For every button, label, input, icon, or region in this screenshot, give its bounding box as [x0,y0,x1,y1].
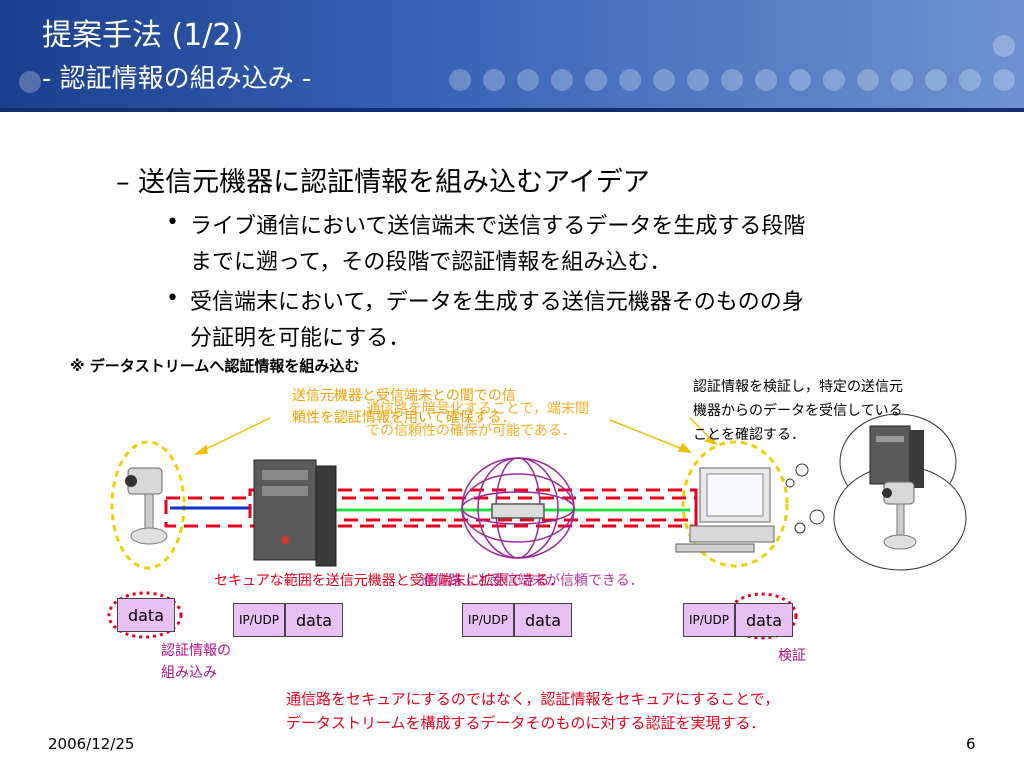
callout-encrypt-line2: での信頼性の確保が可能である． [366,423,576,439]
slide-header: 提案手法 (1/2) - 認証情報の組み込み - [0,0,1024,112]
packet-ip-udp-3: IP/UDP data [683,603,793,637]
bullet-1-line1: ライブ通信において送信端末で送信するデータを生成する段階 [190,214,806,239]
bullet-2-line2: 分証明を可能にする． [190,326,411,351]
callout-verify-line3: ことを確認する． [693,427,805,443]
packet-ip-udp-2: IP/UDP data [462,603,572,637]
secure-range-server-to-receiver [248,488,698,522]
packet-data-cell: data [285,603,343,637]
embed-highlight-circle [107,591,183,639]
network-globe-icon [461,457,575,559]
label-embed-line1: 認証情報の [161,643,231,659]
network-camera-icon [125,467,168,545]
bullet-level1: – 送信元機器に認証情報を組み込むアイデア [116,167,650,198]
callout-verify-line2: 機器からのデータを受信している [693,403,903,419]
note-heading: ※ データストリームへ認証情報を組み込む [70,357,360,375]
conclusion-line1: 通信路をセキュアにするのではなく，認証情報をセキュアにすることで， [286,690,780,708]
callout-trust-line2: 頼性を認証情報を用いて確保する． [292,410,516,426]
receiver-pc-icon [675,467,775,553]
label-verify: 検証 [778,648,806,664]
packet-data-cell: data [735,603,793,637]
conclusion-line2: データストリームを構成するデータそのものに対する認証を実現する． [286,714,766,732]
secure-range-caption: セキュアな範囲を送信元機器と受信端末に拡張できる． [214,573,564,589]
bullet-1-line2: までに遡って，その段階で認証情報を組み込む． [190,250,672,275]
packet-with-auth: data [117,598,175,632]
slide-subtitle: - 認証情報の組み込み - [42,64,312,94]
callout-trust-line1: 送信元機器と受信端末との間での信 [292,388,516,404]
server-tower-icon [253,459,337,567]
callout-encrypt-line1: 通信路を暗号化することで，端末間 [366,401,590,417]
receiver-highlight-ellipse [681,440,789,568]
bullet-2-line1: 受信端末において，データを生成する送信元機器そのものの身 [190,290,804,315]
thought-bubbles [785,413,967,571]
packet-ip-cell: IP/UDP [233,603,285,637]
callout-verify-line1: 認証情報を検証し，特定の送信元 [693,379,903,395]
bubble-camera-icon [882,481,917,550]
packet-ip-cell: IP/UDP [462,603,514,637]
callout-arrows [193,417,718,455]
network-diagram [107,413,967,640]
packet-data-cell: data [514,603,572,637]
secure-range-camera-to-receiver [164,496,698,528]
page-number: 6 [966,735,976,753]
bubble-server-icon [869,425,924,488]
verify-highlight-circle [726,592,798,640]
slide-title: 提案手法 (1/2) [42,18,244,53]
packet-ip-udp-1: IP/UDP data [233,603,343,637]
header-dot-decoration [0,35,1024,112]
bullet-symbol-2: • [166,286,179,311]
packet-data-cell: data [117,598,175,632]
footer-date: 2006/12/25 [48,735,135,753]
label-embed-line2: 組み込み [161,665,217,681]
trust-caption: 通信路上と受信端末が信頼できる． [420,573,644,589]
bullet-symbol-1: • [166,210,179,235]
camera-highlight-ellipse [110,440,186,570]
packet-ip-cell: IP/UDP [683,603,735,637]
